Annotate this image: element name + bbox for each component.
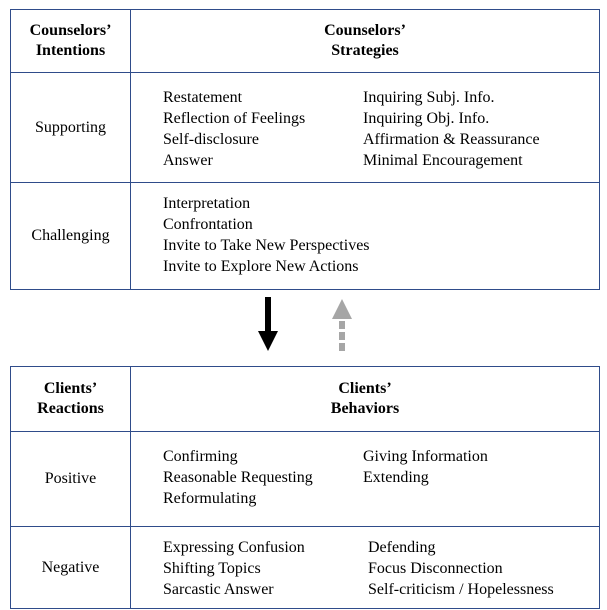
- header-line: Clients’: [43, 380, 98, 397]
- behavior-item: Shifting Topics: [163, 560, 261, 577]
- strategy-item: Minimal Encouragement: [363, 152, 523, 169]
- positive-behaviors-col-a: Confirming Reasonable Requesting Reformu…: [163, 446, 363, 509]
- supporting-label: Supporting: [11, 73, 131, 182]
- counselor-header-row: Counselors’ Intentions Counselors’ Strat…: [11, 10, 599, 72]
- client-table: Clients’ Reactions Clients’ Behaviors Po…: [10, 366, 600, 609]
- behavior-item: Self-criticism / Hopelessness: [368, 581, 554, 598]
- strategy-item: Affirmation & Reassurance: [363, 131, 540, 148]
- down-arrow-icon: [258, 297, 278, 351]
- behavior-item: Sarcastic Answer: [163, 581, 274, 598]
- positive-row: Positive Confirming Reasonable Requestin…: [11, 431, 599, 526]
- negative-row: Negative Expressing Confusion Shifting T…: [11, 526, 599, 608]
- negative-behaviors-col-a: Expressing Confusion Shifting Topics Sar…: [163, 537, 368, 600]
- strategy-item: Reflection of Feelings: [163, 110, 306, 127]
- behavior-item: Confirming: [163, 448, 238, 465]
- strategy-item: Interpretation: [163, 195, 251, 212]
- challenging-label: Challenging: [11, 183, 131, 289]
- header-line: Behaviors: [330, 400, 400, 417]
- challenging-row: Challenging Interpretation Confrontation…: [11, 182, 599, 289]
- supporting-strategies-col-a: Restatement Reflection of Feelings Self-…: [163, 87, 363, 171]
- counselor-strategies-header: Counselors’ Strategies: [131, 10, 599, 72]
- header-line: Counselors’: [324, 22, 406, 39]
- client-reactions-header: Clients’ Reactions: [11, 367, 131, 431]
- header-line: Clients’: [338, 380, 392, 397]
- negative-behaviors-col-b: Defending Focus Disconnection Self-criti…: [368, 537, 599, 600]
- client-header-row: Clients’ Reactions Clients’ Behaviors: [11, 367, 599, 431]
- behavior-item: Giving Information: [363, 448, 488, 465]
- up-arrow-dashed-icon: [332, 299, 352, 351]
- strategy-item: Invite to Take New Perspectives: [163, 237, 370, 254]
- counselor-intentions-header: Counselors’ Intentions: [11, 10, 131, 72]
- positive-label: Positive: [11, 432, 131, 526]
- behavior-item: Reasonable Requesting: [163, 469, 313, 486]
- behavior-item: Extending: [363, 469, 429, 486]
- negative-label: Negative: [11, 527, 131, 608]
- strategy-item: Inquiring Obj. Info.: [363, 110, 490, 127]
- supporting-strategies-col-b: Inquiring Subj. Info. Inquiring Obj. Inf…: [363, 87, 599, 171]
- header-line: Intentions: [35, 42, 106, 59]
- header-line: Reactions: [37, 400, 104, 417]
- behavior-item: Defending: [368, 539, 436, 556]
- strategy-item: Invite to Explore New Actions: [163, 258, 359, 275]
- supporting-row: Supporting Restatement Reflection of Fee…: [11, 72, 599, 182]
- strategy-item: Restatement: [163, 89, 243, 106]
- header-line: Strategies: [331, 42, 399, 59]
- strategy-item: Self-disclosure: [163, 131, 259, 148]
- strategy-item: Confrontation: [163, 216, 253, 233]
- challenging-strategies: Interpretation Confrontation Invite to T…: [163, 193, 599, 277]
- behavior-item: Reformulating: [163, 490, 257, 507]
- positive-behaviors-col-b: Giving Information Extending: [363, 446, 599, 509]
- counselor-table: Counselors’ Intentions Counselors’ Strat…: [10, 9, 600, 290]
- client-behaviors-header: Clients’ Behaviors: [131, 367, 599, 431]
- behavior-item: Focus Disconnection: [368, 560, 503, 577]
- behavior-item: Expressing Confusion: [163, 539, 305, 556]
- header-line: Counselors’: [29, 22, 112, 39]
- strategy-item: Inquiring Subj. Info.: [363, 89, 495, 106]
- strategy-item: Answer: [163, 152, 213, 169]
